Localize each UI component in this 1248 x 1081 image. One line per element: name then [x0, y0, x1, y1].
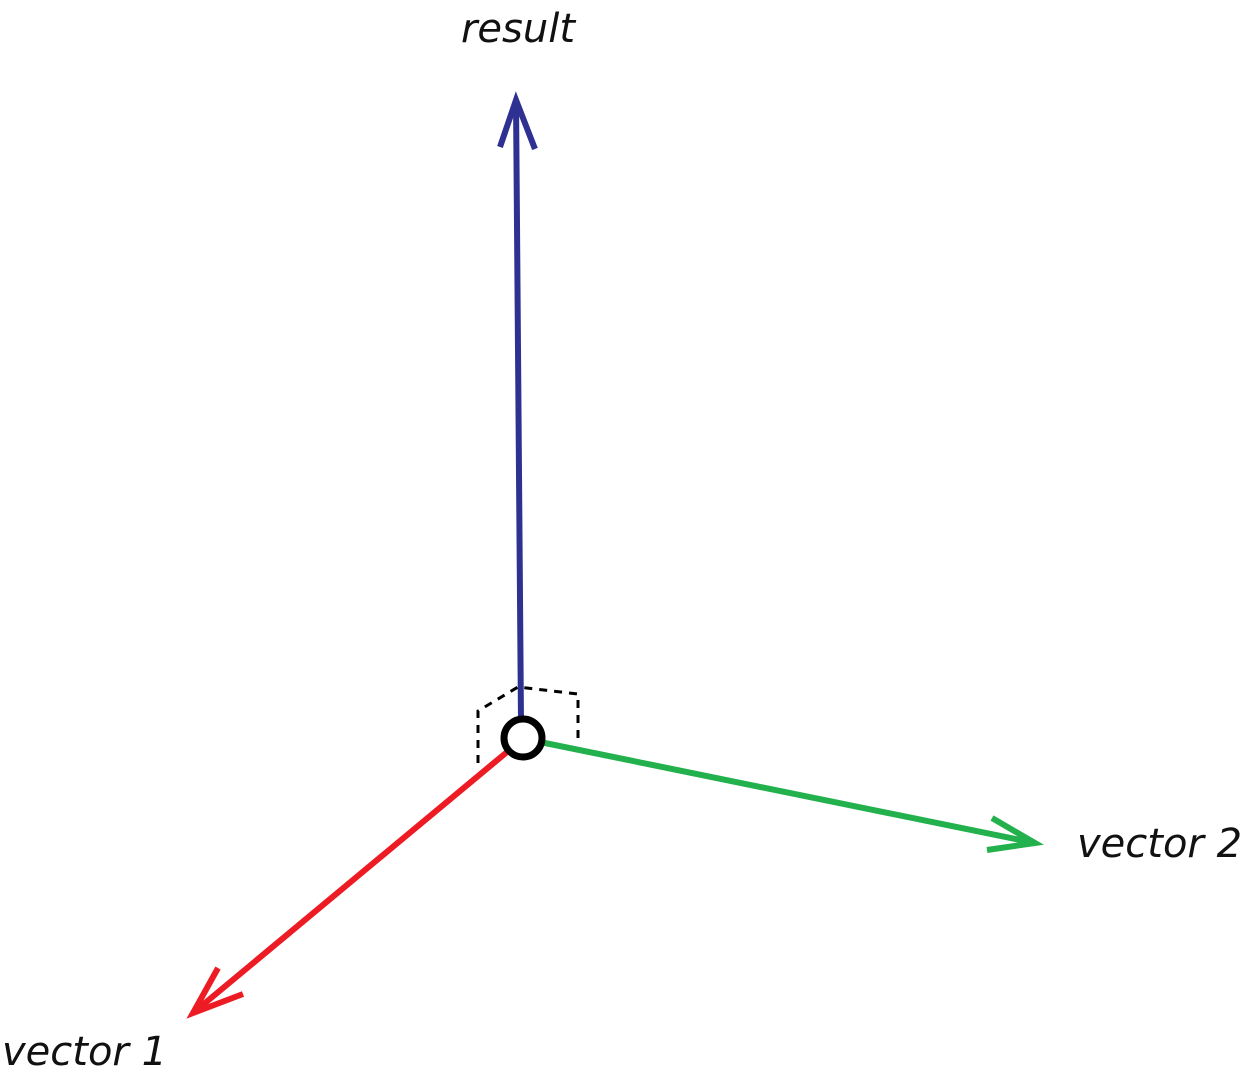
- origin-circle-icon: [500, 715, 546, 761]
- vector-1-arrow: [186, 749, 509, 1019]
- vector-2-label: vector 2: [1077, 821, 1242, 867]
- vector-1-label: vector 1: [2, 1029, 167, 1075]
- result-label: result: [461, 6, 576, 52]
- vector-2-arrow: [539, 739, 1044, 853]
- result-vector: [497, 91, 538, 723]
- right-angle-marker: [476, 685, 580, 763]
